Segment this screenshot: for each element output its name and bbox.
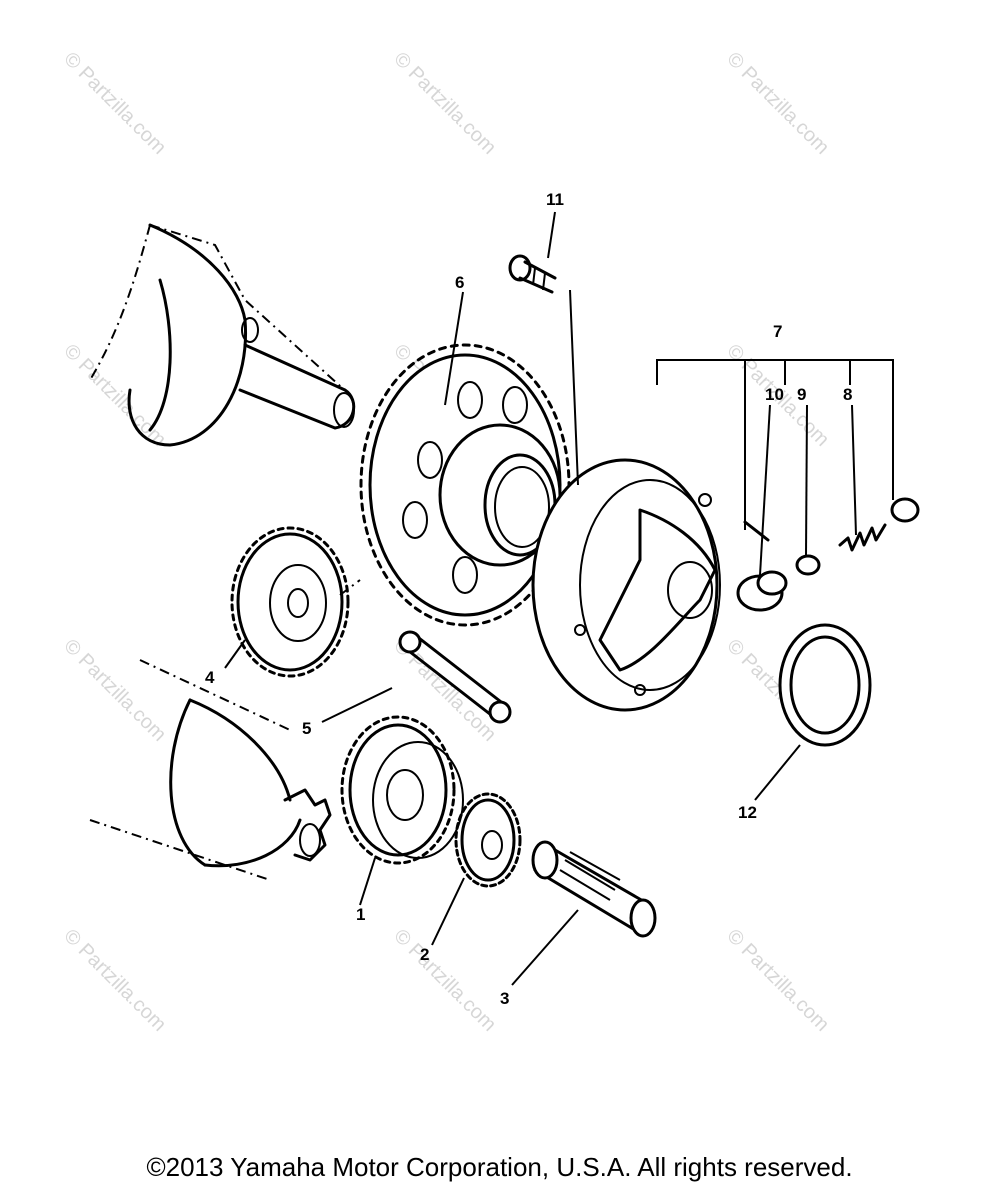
callout-12: 12 bbox=[738, 803, 757, 822]
callout-6: 6 bbox=[455, 273, 464, 292]
washer-12 bbox=[778, 623, 872, 747]
callout-2: 2 bbox=[420, 945, 429, 964]
callout-10: 10 bbox=[765, 385, 784, 404]
cap-8 bbox=[890, 497, 920, 523]
starter-clutch-housing-7 bbox=[531, 458, 721, 712]
roller-10 bbox=[736, 570, 788, 612]
callout-9: 9 bbox=[797, 385, 806, 404]
callout-8: 8 bbox=[843, 385, 852, 404]
starter-motor bbox=[89, 659, 332, 881]
callout-4: 4 bbox=[205, 668, 215, 687]
clutch-pin-10 bbox=[743, 520, 770, 542]
callout-3: 3 bbox=[500, 989, 509, 1008]
leader-lines bbox=[224, 211, 894, 986]
gear-4 bbox=[230, 526, 361, 678]
callout-11: 11 bbox=[546, 190, 564, 209]
callout-5: 5 bbox=[302, 719, 311, 738]
shaft-3 bbox=[531, 840, 657, 938]
plunger-9 bbox=[795, 554, 821, 576]
small-gear-2 bbox=[454, 792, 522, 888]
crankshaft bbox=[89, 223, 356, 447]
callout-7: 7 bbox=[773, 322, 782, 341]
callout-1: 1 bbox=[356, 905, 365, 924]
pin-5 bbox=[398, 630, 512, 724]
idler-gear-1 bbox=[340, 715, 464, 865]
starter-wheel-gear-6 bbox=[359, 343, 571, 627]
bolt-11 bbox=[508, 254, 557, 294]
copyright-notice: ©2013 Yamaha Motor Corporation, U.S.A. A… bbox=[146, 1152, 853, 1182]
spring-8 bbox=[838, 523, 887, 552]
